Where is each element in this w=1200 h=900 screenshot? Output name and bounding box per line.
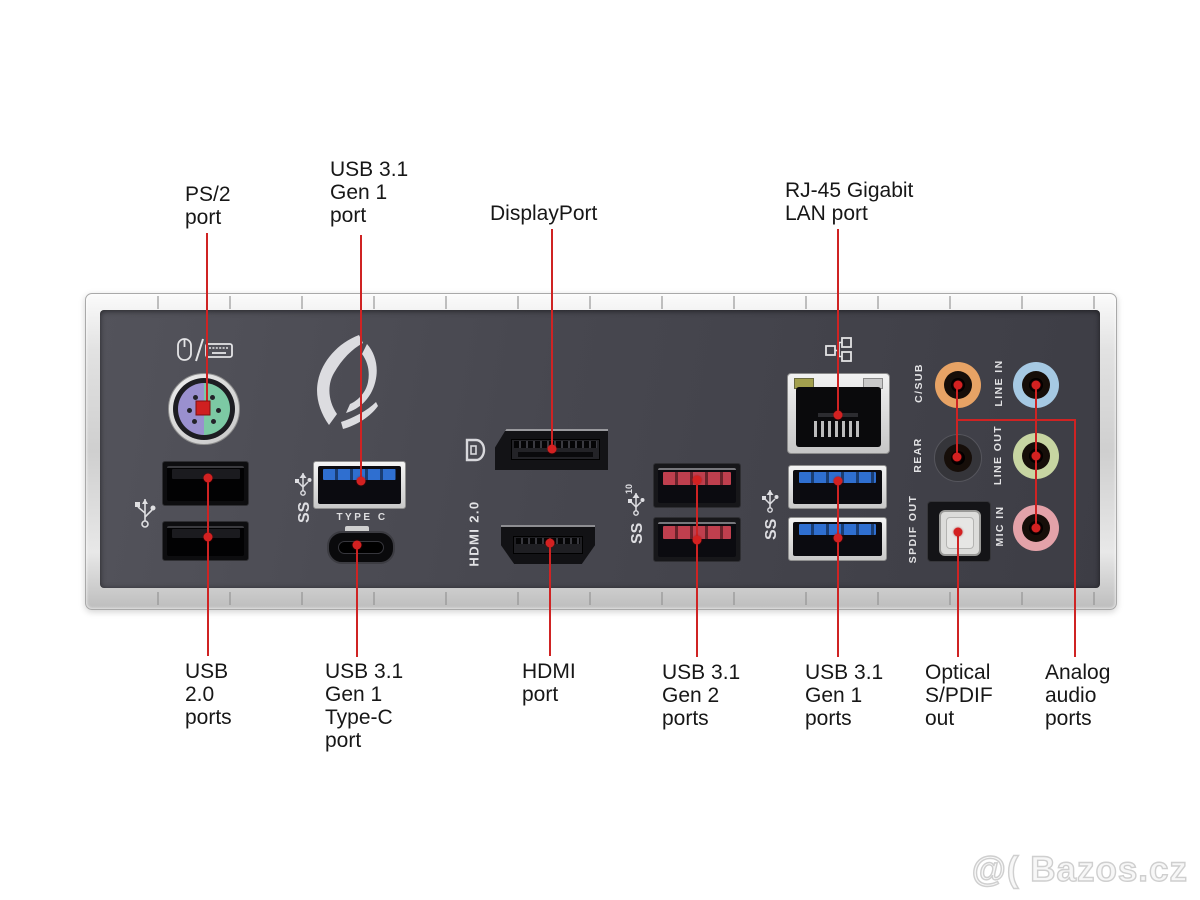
svg-text:SS: SS	[296, 501, 313, 523]
usb-trident-icon	[135, 499, 156, 528]
line-usb31-gen1-top	[360, 235, 362, 481]
callout-dot	[833, 476, 843, 486]
line-usb20	[207, 478, 209, 656]
callout-dot	[953, 527, 963, 537]
callout-dot	[545, 538, 555, 548]
callout-displayport: DisplayPort	[490, 202, 598, 225]
callout-dot	[1031, 380, 1041, 390]
type-c-label: TYPE C	[336, 512, 388, 523]
callout-dot	[547, 444, 557, 454]
ps2-port	[168, 373, 240, 445]
callout-dot	[352, 540, 362, 550]
callout-marker-ps2	[195, 400, 211, 416]
spdif-out-label: SPDIF OUT	[907, 494, 919, 564]
callout-ps2-port: PS/2 port	[185, 183, 231, 229]
callout-rj45-lan-port: RJ-45 Gigabit LAN port	[785, 179, 914, 225]
callout-dot	[833, 533, 843, 543]
callout-optical-spdif-out: Optical S/PDIF out	[925, 661, 993, 730]
rog-logo	[317, 335, 378, 429]
callout-analog-audio-ports: Analog audio ports	[1045, 661, 1111, 730]
mic-in-label: MIC IN	[994, 505, 1006, 547]
superspeed-usb-icon-right: SS	[762, 490, 780, 540]
usb31-gen1-type-c-port	[327, 531, 395, 564]
usb31-gen1-typec-side-port	[313, 461, 406, 509]
line-hdmi	[549, 543, 551, 656]
line-ps2	[206, 233, 208, 408]
callout-dot	[833, 410, 843, 420]
callout-dot	[692, 535, 702, 545]
line-csub-rear	[956, 385, 958, 457]
line-in-jack	[1013, 362, 1059, 408]
line-lan	[837, 229, 839, 415]
callout-dot	[203, 473, 213, 483]
callout-dot	[952, 452, 962, 462]
callout-dot	[953, 380, 963, 390]
io-shield-bottom-notches	[95, 592, 1105, 605]
usb31-gen2-port-1	[653, 463, 741, 508]
svg-text:10: 10	[624, 484, 634, 494]
bazos-watermark: @( Bazos.cz	[971, 849, 1188, 889]
line-usb31-gen2	[696, 480, 698, 657]
line-typec	[356, 545, 358, 657]
callout-dot	[1031, 451, 1041, 461]
callout-dot	[356, 476, 366, 486]
hdmi-label: HDMI 2.0	[466, 500, 482, 567]
line-analog-audio	[1074, 420, 1076, 657]
network-lan-icon	[825, 337, 852, 362]
type-c-retention-tab	[345, 526, 369, 533]
rear-label: REAR	[912, 437, 924, 473]
line-displayport	[551, 229, 553, 449]
svg-text:SS: SS	[763, 518, 780, 540]
callout-usb31-typec-port: USB 3.1 Gen 1 Type-C port	[325, 660, 404, 752]
line-audio-horizontal	[957, 419, 1076, 421]
line-spdif	[957, 532, 959, 657]
callout-dot	[1031, 523, 1041, 533]
callout-dot	[203, 532, 213, 542]
io-shield-top-notches	[95, 296, 1105, 309]
callout-usb31-gen1-port: USB 3.1 Gen 1 port	[330, 158, 409, 227]
callout-usb31-gen1-ports: USB 3.1 Gen 1 ports	[805, 661, 884, 730]
callout-dot	[692, 475, 702, 485]
superspeed-usb-10-icon: SS 10	[624, 484, 646, 544]
svg-text:SS: SS	[629, 522, 646, 544]
displayport-logo	[465, 438, 486, 462]
line-usb31-gen1-bottom	[837, 481, 839, 657]
superspeed-usb-icon: SS	[295, 473, 313, 523]
callout-usb31-gen2-ports: USB 3.1 Gen 2 ports	[662, 661, 741, 730]
usb20-port-1	[162, 461, 249, 506]
callout-hdmi-port: HDMI port	[522, 660, 576, 706]
callout-usb20-ports: USB 2.0 ports	[185, 660, 232, 729]
mouse-keyboard-icon	[177, 338, 233, 362]
